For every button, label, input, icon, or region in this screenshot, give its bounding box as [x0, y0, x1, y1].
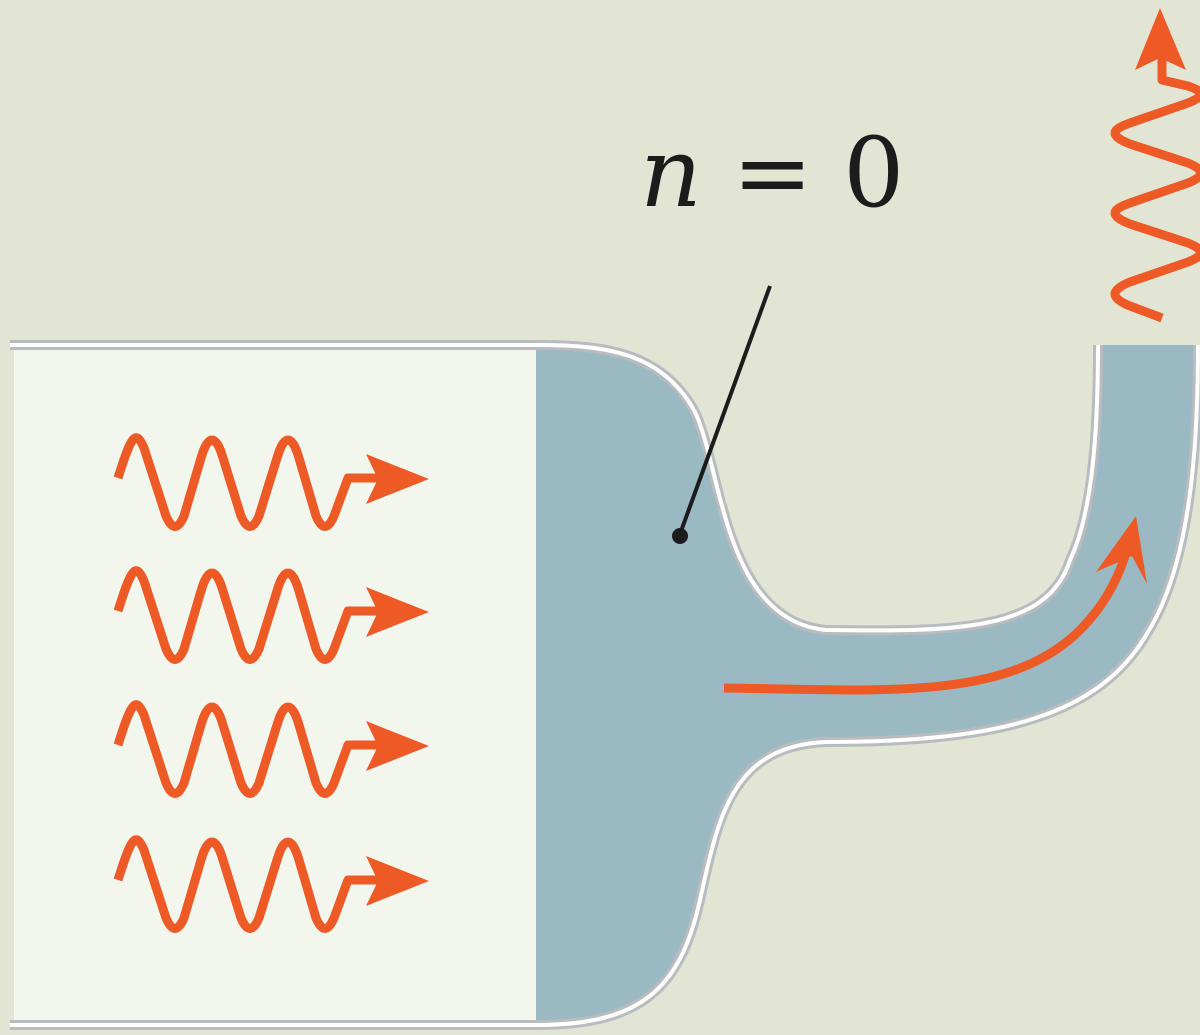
refractive-index-label: n = 0	[640, 117, 904, 229]
free-space-region	[14, 345, 537, 1025]
pointer-dot	[672, 528, 688, 544]
index-symbol: n	[640, 117, 702, 229]
index-value: = 0	[702, 117, 905, 229]
